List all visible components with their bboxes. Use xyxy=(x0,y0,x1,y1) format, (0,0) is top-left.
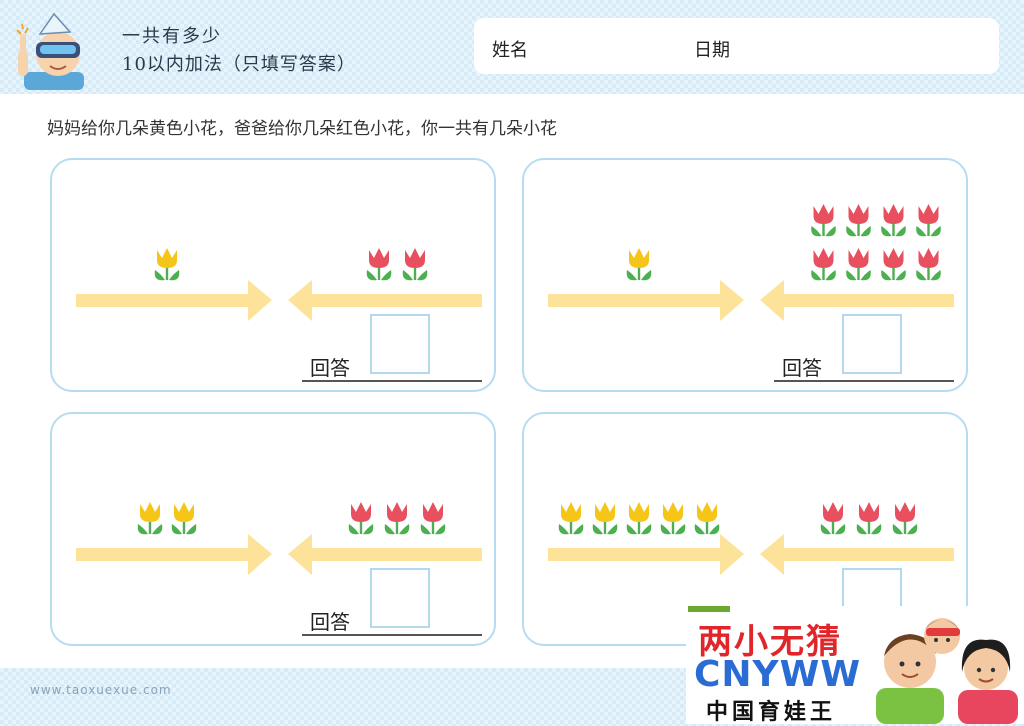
logo-accent-bar xyxy=(688,606,730,612)
answer-line xyxy=(302,380,482,382)
yellow-flowers xyxy=(137,502,197,535)
red-tulip-icon xyxy=(402,248,428,281)
red-tulip-icon xyxy=(811,248,836,281)
red-tulip-icon xyxy=(348,502,374,535)
left-arrow xyxy=(760,280,954,321)
footer-url: www.taoxuexue.com xyxy=(30,683,172,697)
red-tulip-icon xyxy=(856,502,882,535)
family-illustration-icon xyxy=(876,618,1018,724)
brand-logo: 两小无猜 CNYWW 中国育娃王 xyxy=(686,606,1024,725)
right-arrow xyxy=(76,534,272,575)
name-date-box: 姓名 日期 xyxy=(474,18,999,74)
right-arrow xyxy=(76,280,272,321)
yellow-flowers xyxy=(558,502,720,535)
yellow-tulip-icon xyxy=(171,502,197,535)
date-label: 日期 xyxy=(694,40,730,61)
logo-line-3: 中国育娃王 xyxy=(706,700,837,725)
red-tulip-icon xyxy=(892,502,918,535)
worksheet-subtitle: 10以内加法（只填写答案） xyxy=(122,54,356,75)
red-tulip-icon xyxy=(820,502,846,535)
right-arrow xyxy=(548,534,744,575)
red-tulip-icon xyxy=(916,248,941,281)
red-tulip-icon xyxy=(366,248,392,281)
yellow-tulip-icon xyxy=(626,248,652,281)
answer-label: 回答 xyxy=(782,356,822,380)
yellow-flowers xyxy=(154,248,180,281)
problem-2-illustration xyxy=(548,204,954,321)
answer-box[interactable] xyxy=(370,568,430,628)
worksheet-area: 妈妈给你几朵黄色小花，爸爸给你几朵红色小花，你一共有几朵小花 回答 xyxy=(0,94,1024,668)
answer-box[interactable] xyxy=(370,314,430,374)
red-tulip-icon xyxy=(881,248,906,281)
header: 一共有多少 10以内加法（只填写答案） 姓名 日期 xyxy=(0,0,1024,94)
red-tulip-icon xyxy=(420,502,446,535)
problem-card-3: 回答 xyxy=(50,412,496,646)
answer-label: 回答 xyxy=(310,610,350,634)
problem-card-1: 回答 xyxy=(50,158,496,392)
worksheet-title: 一共有多少 xyxy=(122,26,222,47)
problem-card-2: 回答 xyxy=(522,158,968,392)
yellow-tulip-icon xyxy=(558,502,584,535)
red-flowers xyxy=(366,248,428,281)
logo-line-2: CNYWW xyxy=(694,654,862,695)
yellow-tulip-icon xyxy=(660,502,686,535)
left-arrow xyxy=(288,280,482,321)
answer-line xyxy=(774,380,954,382)
mascot-icon xyxy=(16,12,84,90)
yellow-tulip-icon xyxy=(154,248,180,281)
right-arrow xyxy=(548,280,744,321)
logo-line-1: 两小无猜 xyxy=(698,622,842,662)
problem-3-illustration xyxy=(76,502,482,575)
instruction-text: 妈妈给你几朵黄色小花，爸爸给你几朵红色小花，你一共有几朵小花 xyxy=(47,119,557,139)
answer-label: 回答 xyxy=(310,356,350,380)
yellow-tulip-icon xyxy=(592,502,618,535)
red-tulip-icon xyxy=(881,204,906,237)
red-tulip-icon xyxy=(916,204,941,237)
yellow-tulip-icon xyxy=(694,502,720,535)
red-flowers xyxy=(348,502,446,535)
answer-box[interactable] xyxy=(842,314,902,374)
name-label: 姓名 xyxy=(492,40,528,61)
yellow-tulip-icon xyxy=(626,502,652,535)
left-arrow xyxy=(288,534,482,575)
answer-line xyxy=(302,634,482,636)
left-arrow xyxy=(760,534,954,575)
red-flowers xyxy=(820,502,918,535)
red-tulip-icon xyxy=(811,204,836,237)
yellow-tulip-icon xyxy=(137,502,163,535)
problem-4-illustration xyxy=(548,502,954,575)
red-tulip-icon xyxy=(846,204,871,237)
yellow-flowers xyxy=(626,248,652,281)
red-tulip-icon xyxy=(384,502,410,535)
problem-1-illustration xyxy=(76,248,482,321)
red-tulip-icon xyxy=(846,248,871,281)
red-flowers xyxy=(811,204,941,281)
